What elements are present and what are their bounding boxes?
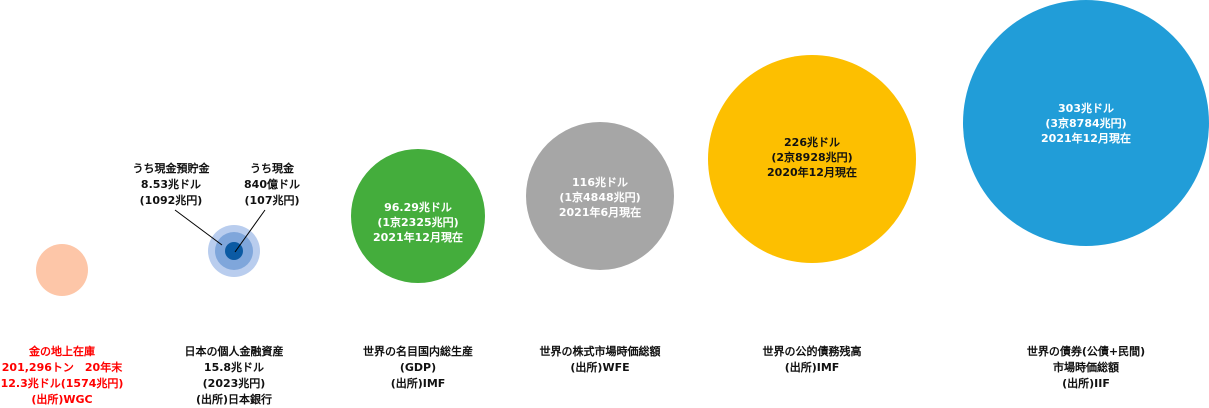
- deposits-callout: うち現金預貯金 8.53兆ドル (1092兆円): [51, 161, 291, 209]
- label-line: 世界の株式市場時価総額: [539, 345, 661, 358]
- label-line: (出所)IMF: [390, 377, 446, 390]
- label-line: 日本の個人金融資産: [184, 345, 284, 358]
- cash-callout-line: [234, 209, 266, 253]
- value-line: (1京2325兆円): [377, 216, 459, 229]
- value-line: (1京4848兆円): [559, 191, 641, 204]
- gdp-bubble: [351, 149, 485, 283]
- label-line: 世界の名目国内総生産: [363, 345, 473, 358]
- value-line: 2021年12月現在: [1041, 132, 1131, 145]
- stocks-value: 116兆ドル (1京4848兆円) 2021年6月現在: [500, 175, 700, 220]
- label-line: (GDP): [399, 361, 437, 374]
- callout-line: うち現金: [250, 162, 294, 175]
- callout-line: 840億ドル: [244, 178, 300, 191]
- label-line: 201,296トン 20年末: [1, 361, 123, 374]
- value-line: 226兆ドル: [784, 136, 840, 149]
- value-line: 2020年12月現在: [767, 166, 857, 179]
- label-line: 世界の公的債務残高: [762, 345, 862, 358]
- stocks-bubble: [526, 122, 674, 270]
- stocks-label: 世界の株式市場時価総額 (出所)WFE: [480, 344, 720, 376]
- value-line: 2021年6月現在: [558, 206, 642, 219]
- bonds-value: 303兆ドル (3京8784兆円) 2021年12月現在: [986, 101, 1186, 146]
- cash-callout: うち現金 840億ドル (107兆円): [152, 161, 392, 209]
- label-line: (出所)WGC: [31, 393, 93, 406]
- value-line: (2京8928兆円): [771, 151, 853, 164]
- gdp-label: 世界の名目国内総生産 (GDP) (出所)IMF: [298, 344, 538, 392]
- value-line: 303兆ドル: [1058, 102, 1114, 115]
- label-line: 12.3兆ドル(1574兆円): [0, 377, 124, 390]
- value-line: 2021年12月現在: [373, 231, 463, 244]
- debt-value: 226兆ドル (2京8928兆円) 2020年12月現在: [712, 135, 912, 180]
- label-line: 市場時価総額: [1053, 361, 1119, 374]
- callout-line: うち現金預貯金: [132, 162, 210, 175]
- callout-line: 8.53兆ドル: [140, 178, 202, 191]
- value-line: 96.29兆ドル: [384, 201, 452, 214]
- debt-bubble: [708, 55, 916, 263]
- japan-label: 日本の個人金融資産 15.8兆ドル (2023兆円) (出所)日本銀行: [114, 344, 354, 408]
- label-line: 金の地上在庫: [29, 345, 95, 358]
- callout-line: (1092兆円): [139, 194, 203, 207]
- label-line: (出所)IMF: [784, 361, 840, 374]
- label-line: 15.8兆ドル: [203, 361, 265, 374]
- debt-label: 世界の公的債務残高 (出所)IMF: [692, 344, 932, 376]
- label-line: (出所)WFE: [570, 361, 630, 374]
- value-line: (3京8784兆円): [1045, 117, 1127, 130]
- value-line: 116兆ドル: [572, 176, 628, 189]
- label-line: (2023兆円): [202, 377, 266, 390]
- label-line: (出所)日本銀行: [195, 393, 273, 406]
- gdp-value: 96.29兆ドル (1京2325兆円) 2021年12月現在: [318, 200, 518, 245]
- gold-label: 金の地上在庫 201,296トン 20年末 12.3兆ドル(1574兆円) (出…: [0, 344, 182, 408]
- bonds-label: 世界の債券(公債+民間) 市場時価総額 (出所)IIF: [966, 344, 1206, 392]
- label-line: 世界の債券(公債+民間): [1026, 345, 1146, 358]
- bonds-bubble: [963, 0, 1209, 246]
- callout-line: (107兆円): [244, 194, 300, 207]
- deposits-callout-line: [174, 209, 223, 246]
- label-line: (出所)IIF: [1062, 377, 1110, 390]
- gold-bubble: [36, 244, 88, 296]
